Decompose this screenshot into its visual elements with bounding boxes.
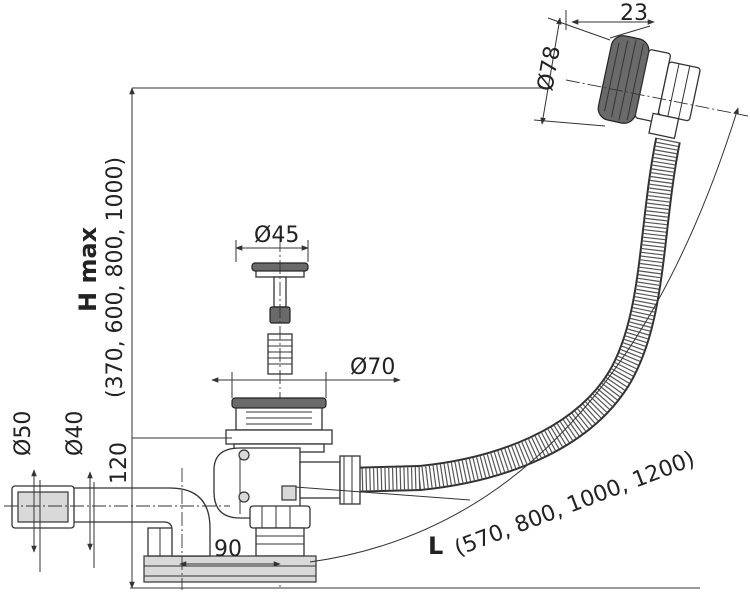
outlet-dimension-lines <box>31 469 95 572</box>
side-outlet <box>4 468 230 590</box>
l-dimension <box>309 107 739 589</box>
flexible-hose <box>344 137 681 493</box>
base-dimension-lines <box>130 437 320 589</box>
overflow-head <box>565 35 749 140</box>
waste-diameter-label: Ø70 <box>350 355 395 380</box>
waste-dimension-lines <box>211 372 401 398</box>
h-max-label: H max <box>74 226 102 312</box>
height-120-label: 120 <box>107 442 132 484</box>
plug-diameter-label: Ø45 <box>254 223 299 248</box>
outlet-d50-label: Ø50 <box>11 411 36 456</box>
cap-width-label: 23 <box>620 1 648 26</box>
outlet-d40-label: Ø40 <box>63 411 88 456</box>
h-max-dimension <box>129 87 545 589</box>
l-label: L <box>428 532 443 560</box>
cap-diameter-label: Ø78 <box>533 44 565 93</box>
h-max-values: (370, 600, 800, 1000) <box>103 157 128 398</box>
overflow-dimension-lines <box>533 10 655 127</box>
spacing-90-label: 90 <box>214 537 242 562</box>
